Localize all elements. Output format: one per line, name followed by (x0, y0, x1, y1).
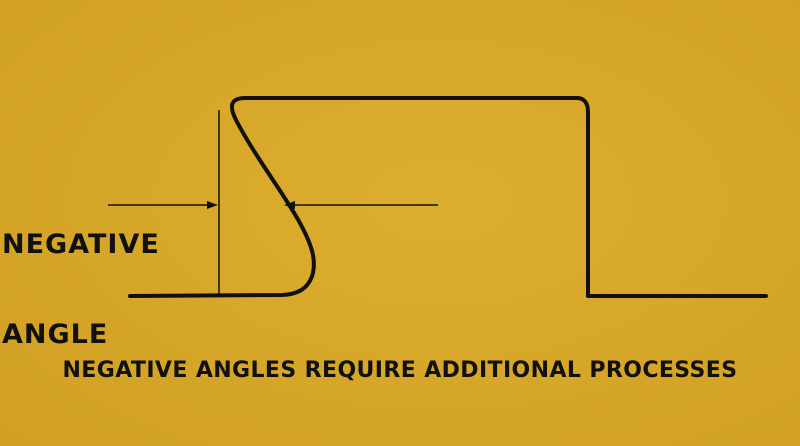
diagram-caption: NEGATIVE ANGLES REQUIRE ADDITIONAL PROCE… (62, 358, 738, 383)
left-arrowhead (207, 201, 218, 209)
negative-angle-label-line1: NEGATIVE (2, 229, 160, 260)
right-arrowhead (284, 201, 295, 209)
negative-angle-label-line2: ANGLE (2, 319, 109, 350)
negative-angle-label: NEGATIVE ANGLE (2, 170, 160, 410)
part-profile (128, 96, 768, 298)
